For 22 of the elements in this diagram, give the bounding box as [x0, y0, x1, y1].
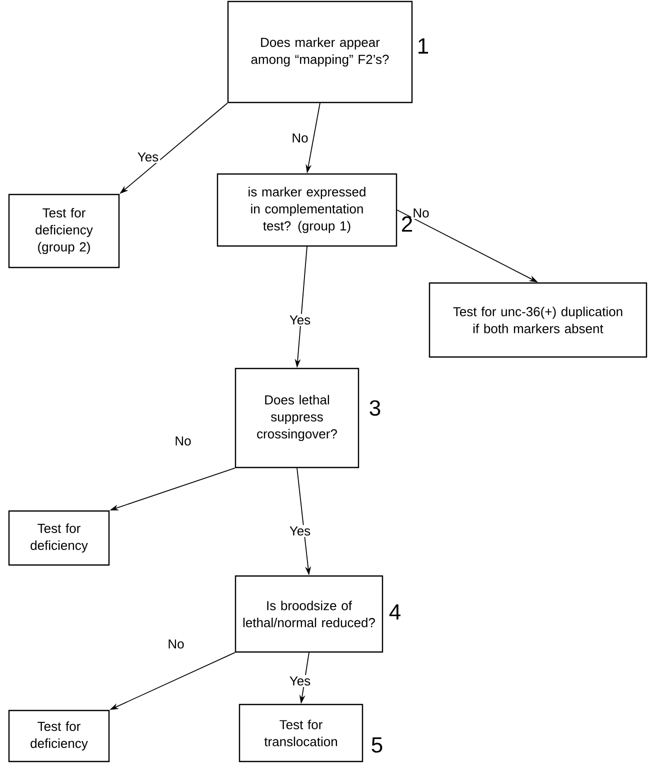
step-number: 2 — [402, 216, 412, 232]
process-box: Test for unc-36(+) duplication if both markers absent — [428, 282, 648, 358]
process-box: Does marker appear among “mapping” F2’s? — [227, 0, 413, 104]
step-number: 5 — [372, 737, 382, 753]
edge-label: No — [166, 638, 186, 650]
edge-label: Yes — [288, 314, 312, 326]
edge-label: Yes — [136, 150, 160, 164]
process-box: is marker expressed in complementation test? (group 1) — [216, 173, 398, 247]
edge-label: No — [173, 434, 193, 448]
step-number: 4 — [389, 604, 400, 620]
process-box: Test for deficiency — [8, 710, 110, 762]
edge-label: No — [411, 206, 431, 220]
step-number: 3 — [370, 400, 380, 416]
process-box: Does lethal suppress crossingover? — [234, 368, 360, 468]
process-box: Test for translocation — [238, 704, 364, 762]
process-box: Test for deficiency — [8, 510, 110, 566]
edge-label: Yes — [288, 524, 312, 538]
edge-label: Yes — [288, 674, 312, 688]
edge-label: No — [290, 132, 310, 144]
process-box: Is broodsize of lethal/normal reduced? — [234, 575, 384, 653]
step-number: 1 — [418, 38, 428, 54]
process-box: Test for deficiency (group 2) — [8, 194, 120, 268]
